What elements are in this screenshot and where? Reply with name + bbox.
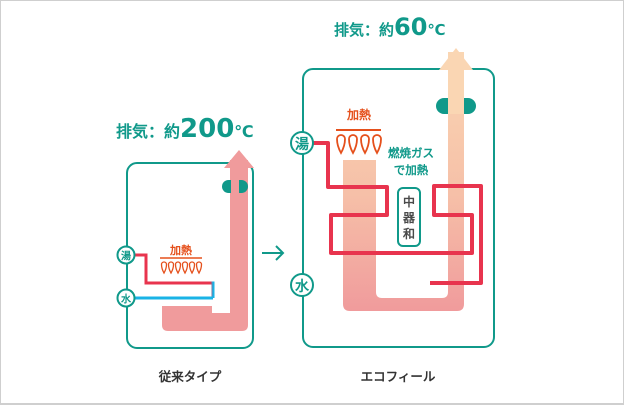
conventional-hot-water-badge <box>116 245 136 265</box>
ecofeel-gas-heating-line2: で加熱 <box>394 163 429 177</box>
ecofeel-flame-icon <box>372 134 382 155</box>
conventional-hot-water-label: 湯 <box>121 250 131 263</box>
ecofeel-hot-water-badge <box>290 131 314 155</box>
conventional-unit: 湯 水 加熱 排気：約200℃ 従来タイプ <box>116 114 254 384</box>
conventional-exhaust-through <box>231 180 239 193</box>
ecofeel-exhaust-arrowhead <box>439 48 473 70</box>
ecofeel-exhaust-unit: ℃ <box>427 21 445 39</box>
conventional-exhaust-stem <box>230 160 248 180</box>
ecofeel-housing <box>302 68 495 348</box>
ecofeel-neutralizer-char-2: 器 <box>402 211 416 225</box>
ecofeel-exhaust-path <box>343 52 464 311</box>
ecofeel-exhaust-through <box>448 98 464 114</box>
conventional-exhaust-temp: 200 <box>180 114 234 144</box>
ecofeel-flame-icon <box>336 134 346 155</box>
ecofeel-exhaust-temp: 60 <box>394 13 427 41</box>
conventional-hot-to-cold-pipe <box>200 281 215 298</box>
conventional-exhaust-text: 排気：約200℃ <box>116 114 254 144</box>
ecofeel-gas-heating-line1: 燃焼ガス <box>387 146 434 160</box>
ecofeel-heating-label: 加熱 <box>346 107 371 122</box>
ecofeel-hot-pipe <box>312 141 483 285</box>
conventional-flames <box>160 261 203 275</box>
conventional-caption: 従来タイプ <box>158 369 222 384</box>
transition-arrow <box>262 245 285 261</box>
ecofeel-flame-icon <box>360 134 370 155</box>
conventional-flame-icon <box>188 261 196 275</box>
conventional-exhaust-unit: ℃ <box>234 122 253 141</box>
ecofeel-exhaust-top <box>448 66 464 106</box>
ecofeel-exhaust-label: 排気：約 <box>334 21 394 39</box>
ecofeel-hot-water-label: 湯 <box>295 136 309 153</box>
conventional-exhaust-label: 排気：約 <box>116 122 180 141</box>
ecofeel-neutralizer-char-3: 和 <box>402 226 415 241</box>
ecofeel-cold-water-badge <box>290 273 314 297</box>
conventional-cold-water-badge <box>116 288 136 308</box>
ecofeel-neutralizer-char-1: 中 <box>403 194 415 209</box>
conventional-flame-icon <box>181 261 189 275</box>
ecofeel-neutralizer <box>397 187 421 247</box>
ecofeel-cold-water-label: 水 <box>295 278 310 295</box>
conventional-flame-icon <box>167 261 175 275</box>
conventional-flame-icon <box>174 261 182 275</box>
ecofeel-unit: 中 器 和 湯 水 加熱 燃焼ガス で加熱 排気：約60℃ エコフィール <box>290 13 495 384</box>
conventional-hot-pipe <box>130 253 205 285</box>
conventional-flame-icon <box>195 261 203 275</box>
ecofeel-caption: エコフィール <box>361 369 436 384</box>
ecofeel-flame-icon <box>348 134 358 155</box>
conventional-heating-label: 加熱 <box>169 243 192 257</box>
ecofeel-exhaust-text: 排気：約60℃ <box>334 13 446 41</box>
conventional-flame-icon <box>160 261 168 275</box>
ecofeel-flames <box>336 134 382 155</box>
conventional-cold-water-label: 水 <box>120 293 132 306</box>
